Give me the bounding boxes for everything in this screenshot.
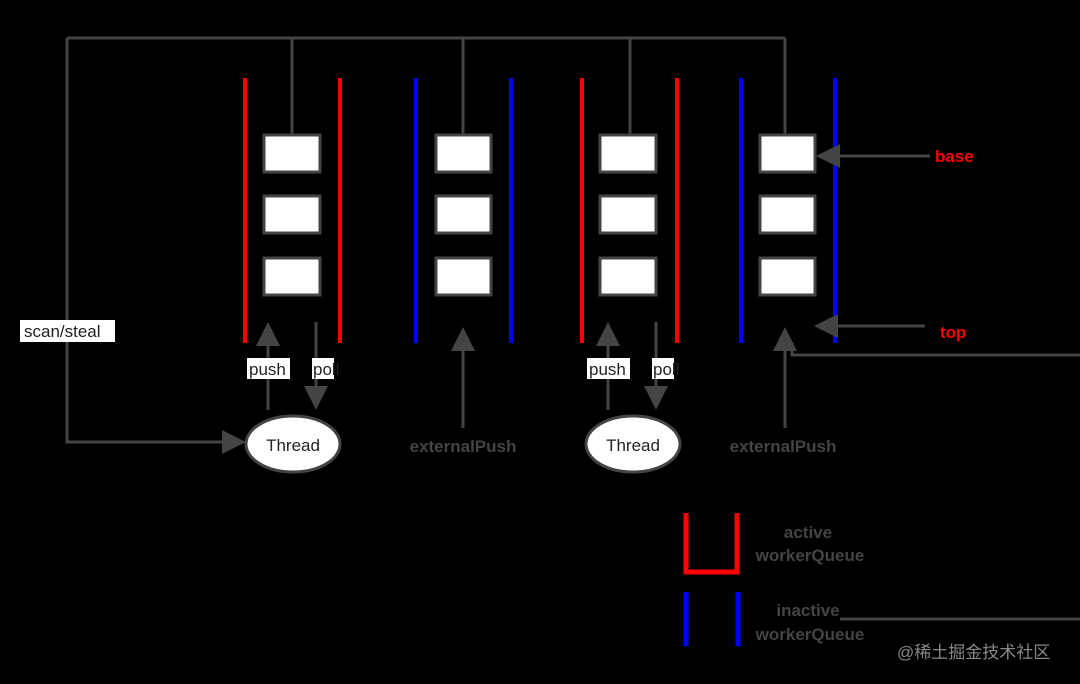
worker-queue-active-1 xyxy=(243,78,342,343)
legend-inactive-label: workerQueue xyxy=(755,625,865,644)
legend-active-label: active xyxy=(784,523,832,542)
thread-node xyxy=(584,414,682,474)
scan-steal-arrow xyxy=(65,38,246,454)
base-label: base xyxy=(935,147,974,166)
poll-label: poll xyxy=(313,360,339,379)
connector-line xyxy=(790,342,1080,357)
poll-label: poll xyxy=(653,360,679,379)
worker-queue-inactive-1 xyxy=(414,78,513,343)
worker-queue-active-2 xyxy=(580,78,679,343)
legend-active-label: workerQueue xyxy=(755,546,865,565)
legend-active-icon xyxy=(683,513,740,575)
external-push-label: externalPush xyxy=(410,437,517,456)
top-label: top xyxy=(940,323,966,342)
watermark: @稀土掘金技术社区 xyxy=(897,643,1050,662)
push-label: push xyxy=(249,360,286,379)
external-push-label: externalPush xyxy=(730,437,837,456)
worker-queue-inactive-2 xyxy=(739,78,837,343)
scan-steal-label-bg xyxy=(20,320,115,342)
scan-steal-label: scan/steal xyxy=(24,322,101,341)
thread-node xyxy=(244,414,342,474)
legend-inactive-label: inactive xyxy=(776,601,839,620)
thread-label: Thread xyxy=(606,436,660,455)
push-label: push xyxy=(589,360,626,379)
thread-label: Thread xyxy=(266,436,320,455)
